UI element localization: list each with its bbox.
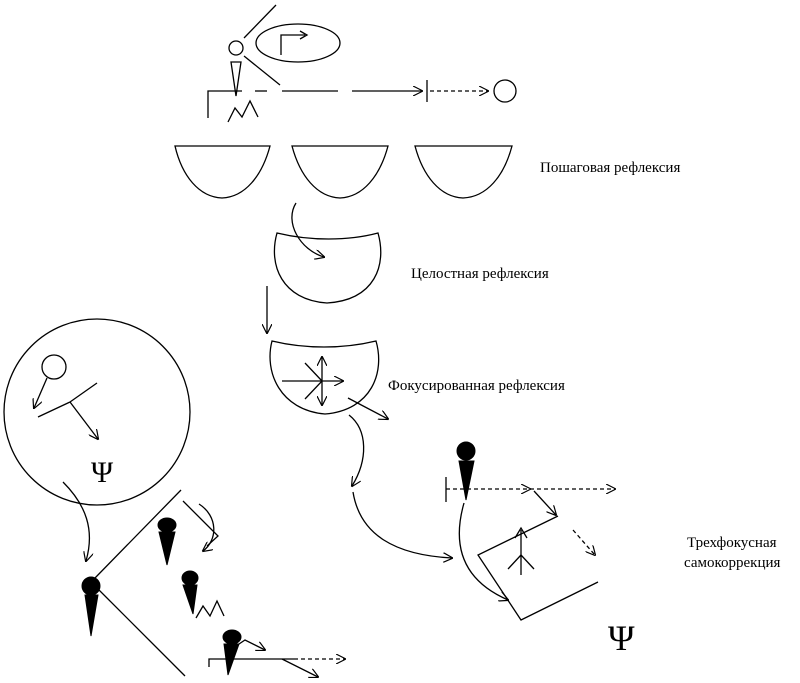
figure-small-3 — [222, 629, 242, 676]
figure-right — [456, 441, 476, 501]
holistic-figure — [267, 202, 382, 333]
holistic-reflection-label: Целостная рефлексия — [411, 266, 549, 282]
figure-large — [81, 576, 101, 637]
focused-reflection-label: Фокусированная рефлексия — [388, 378, 565, 394]
psi-symbol-left: Ψ — [91, 456, 114, 489]
focused-figure — [269, 340, 388, 486]
stepwise-figure — [207, 4, 517, 123]
stepwise-bowls — [174, 145, 513, 199]
three-focus-label-line1: Трехфокусная — [687, 535, 777, 551]
three-focus-label-line2: самокоррекция — [684, 555, 781, 571]
left-figure — [3, 318, 345, 677]
three-focus-figure — [352, 477, 615, 621]
figure-small-2 — [181, 570, 199, 615]
stepwise-reflection-label: Пошаговая рефлексия — [540, 160, 681, 176]
figure-small-1 — [157, 517, 177, 566]
psi-symbol-right: Ψ — [608, 618, 635, 658]
